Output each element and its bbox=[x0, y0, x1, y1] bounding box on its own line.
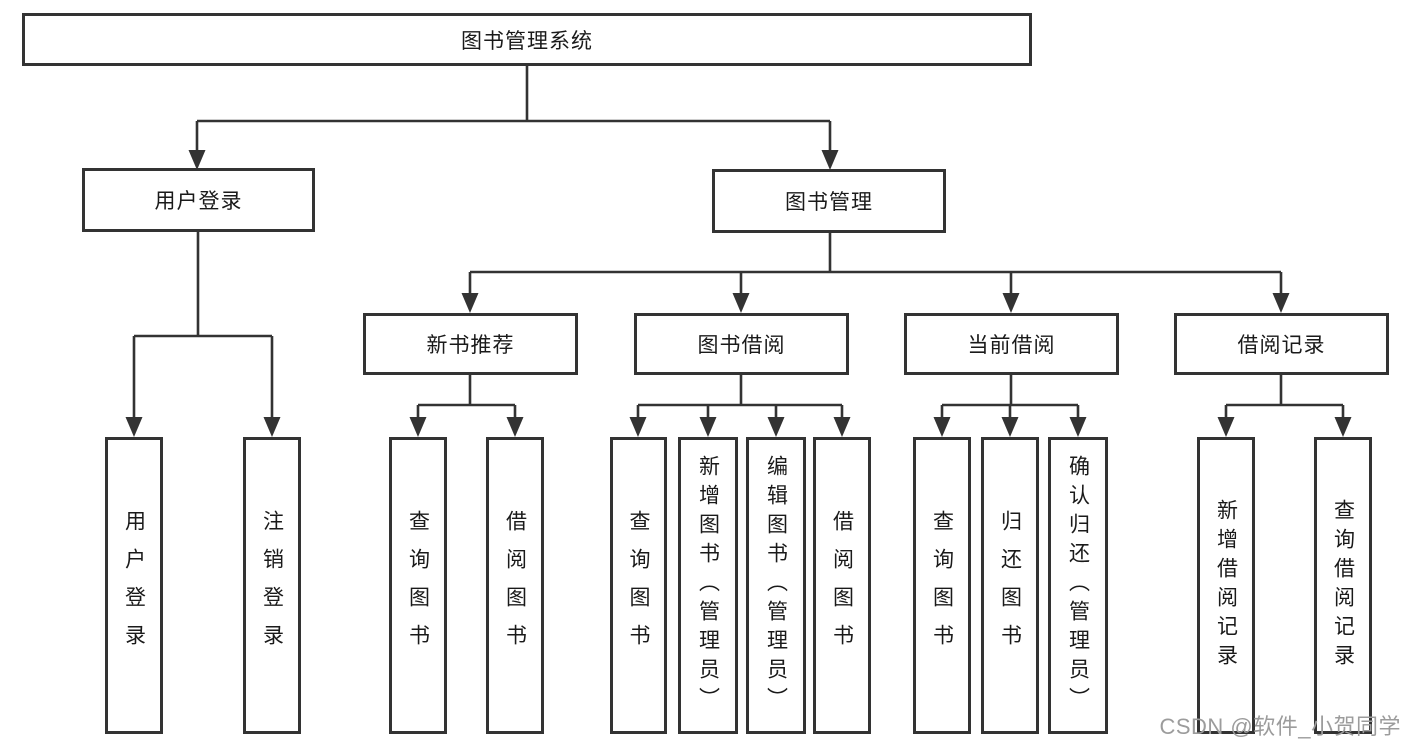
leaf-new-book-query-label: 查询图书 bbox=[406, 509, 430, 662]
node-borrow-record: 借阅记录 bbox=[1174, 313, 1389, 375]
node-user-login: 用户登录 bbox=[82, 168, 315, 232]
leaf-logout-label: 注销登录 bbox=[260, 509, 284, 662]
node-book-management: 图书管理 bbox=[712, 169, 946, 233]
connector-borrow-record-to-leaves bbox=[1217, 375, 1352, 437]
leaf-return-books-label: 归还图书 bbox=[998, 509, 1022, 662]
leaf-query-borrow-record: 查询借阅记录 bbox=[1314, 437, 1372, 734]
connector-book-borrow-to-leaves bbox=[629, 375, 851, 437]
csdn-watermark: CSDN @软件_小贺同学 bbox=[1159, 714, 1401, 739]
leaf-add-books-admin-label: 新增图书（管理员） bbox=[696, 455, 720, 716]
leaf-new-book-borrow: 借阅图书 bbox=[486, 437, 544, 734]
leaf-borrow-books: 借阅图书 bbox=[813, 437, 871, 734]
leaf-user-login-label: 用户登录 bbox=[122, 509, 146, 662]
leaf-current-query-books: 查询图书 bbox=[913, 437, 971, 734]
leaf-borrow-query-books: 查询图书 bbox=[610, 437, 667, 734]
leaf-new-book-borrow-label: 借阅图书 bbox=[503, 509, 527, 662]
node-user-login-label: 用户登录 bbox=[154, 190, 243, 213]
node-root-label: 图书管理系统 bbox=[461, 29, 593, 53]
leaf-confirm-return-admin-label: 确认归还（管理员） bbox=[1066, 455, 1090, 716]
node-book-management-label: 图书管理 bbox=[785, 191, 873, 214]
node-new-book-recommend-label: 新书推荐 bbox=[426, 334, 515, 357]
node-book-borrow-label: 图书借阅 bbox=[697, 334, 786, 357]
node-borrow-record-label: 借阅记录 bbox=[1237, 334, 1326, 357]
leaf-borrow-query-books-label: 查询图书 bbox=[627, 509, 650, 662]
leaf-borrow-books-label: 借阅图书 bbox=[830, 509, 854, 662]
connector-new-book-to-leaves bbox=[409, 375, 524, 437]
node-current-borrow-label: 当前借阅 bbox=[967, 334, 1056, 357]
leaf-add-books-admin: 新增图书（管理员） bbox=[678, 437, 738, 734]
leaf-user-login: 用户登录 bbox=[105, 437, 163, 734]
node-new-book-recommend: 新书推荐 bbox=[363, 313, 578, 375]
leaf-logout: 注销登录 bbox=[243, 437, 301, 734]
leaf-return-books: 归还图书 bbox=[981, 437, 1039, 734]
leaf-current-query-books-label: 查询图书 bbox=[930, 509, 954, 662]
connector-root-to-level2 bbox=[188, 66, 839, 170]
connector-user-login-to-leaves bbox=[125, 232, 281, 437]
node-current-borrow: 当前借阅 bbox=[904, 313, 1119, 375]
node-root: 图书管理系统 bbox=[22, 13, 1032, 66]
leaf-edit-books-admin-label: 编辑图书（管理员） bbox=[764, 455, 788, 716]
connector-book-mgmt-to-level3 bbox=[461, 233, 1290, 313]
node-book-borrow: 图书借阅 bbox=[634, 313, 849, 375]
leaf-new-book-query: 查询图书 bbox=[389, 437, 447, 734]
leaf-query-borrow-record-label: 查询借阅记录 bbox=[1331, 498, 1355, 673]
leaf-add-borrow-record-label: 新增借阅记录 bbox=[1214, 498, 1238, 673]
leaf-edit-books-admin: 编辑图书（管理员） bbox=[746, 437, 806, 734]
leaf-add-borrow-record: 新增借阅记录 bbox=[1197, 437, 1255, 734]
leaf-confirm-return-admin: 确认归还（管理员） bbox=[1048, 437, 1108, 734]
connector-current-borrow-to-leaves bbox=[933, 375, 1087, 437]
